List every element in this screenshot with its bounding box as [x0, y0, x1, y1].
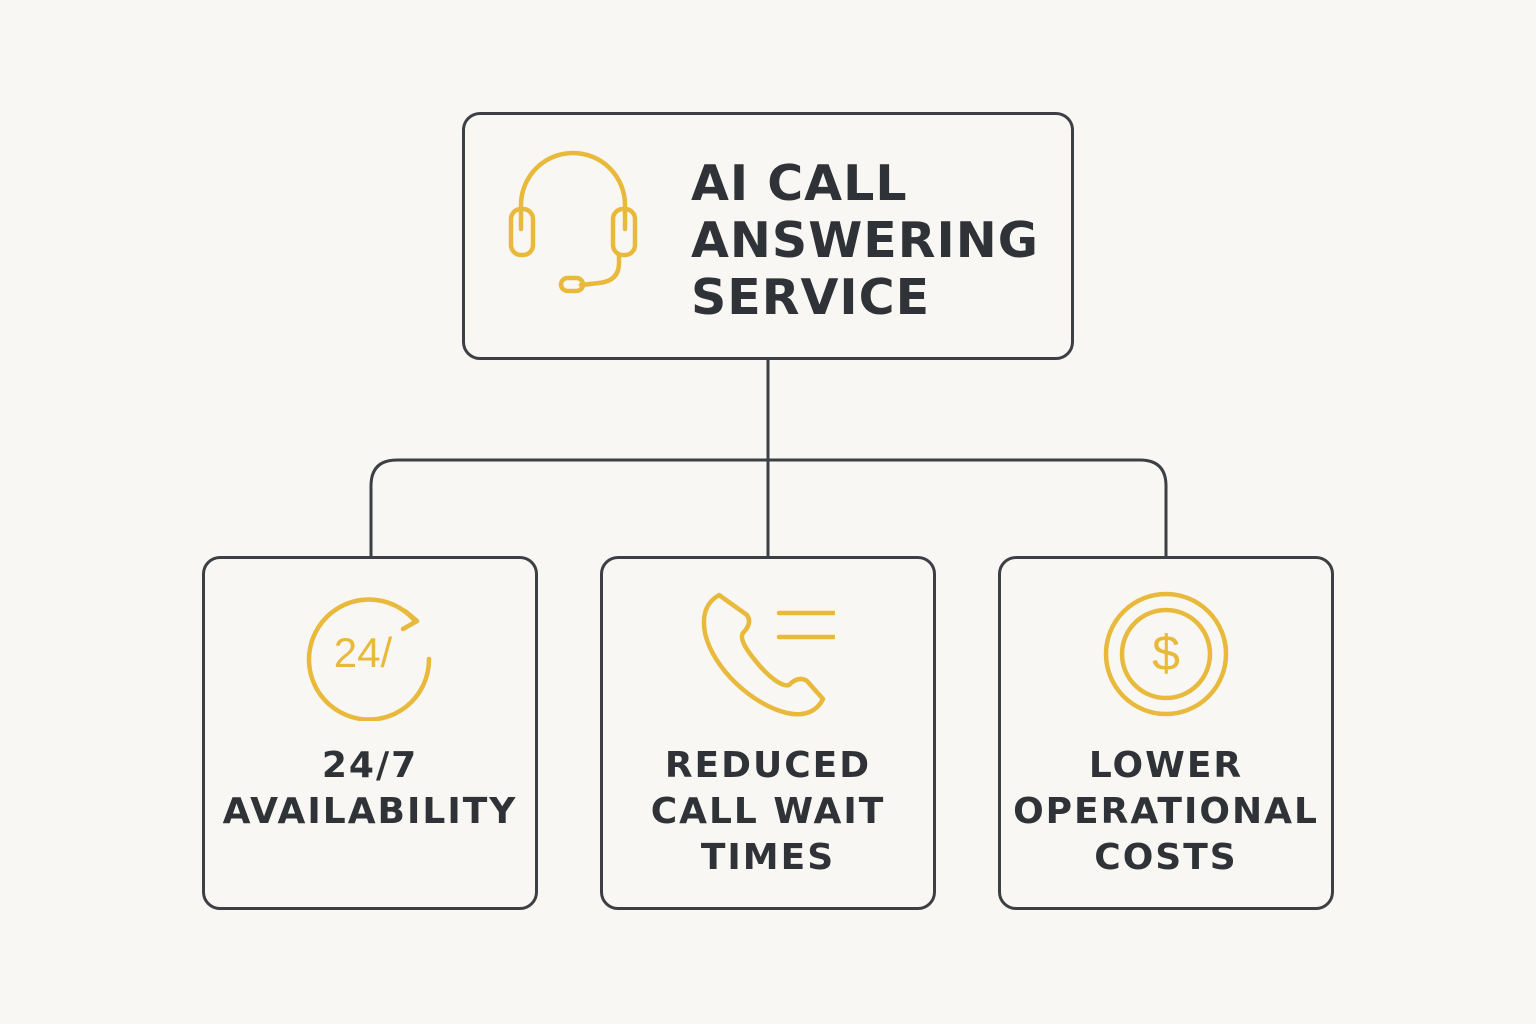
dollar-sign-text: $: [1152, 625, 1180, 681]
phone-call-icon: [701, 592, 835, 717]
24-7-clock-icon: 24/: [306, 597, 432, 721]
connector-branch-left: [369, 458, 768, 556]
child-label-availability: 24/7 AVAILABILITY: [222, 745, 518, 832]
root-title: AI CALL ANSWERING SERVICE: [691, 155, 1039, 326]
dollar-coin-icon: $: [1103, 591, 1229, 717]
child-label-wait-times: REDUCED CALL WAIT TIMES: [650, 745, 886, 878]
child-node-availability: 24/ 24/7 AVAILABILITY: [202, 556, 538, 910]
connector-branch-right: [768, 458, 1168, 556]
clock-icon-text: 24/: [334, 629, 393, 676]
child-node-wait-times: REDUCED CALL WAIT TIMES: [600, 556, 936, 910]
headset-icon: [508, 150, 638, 294]
child-node-costs: $ LOWER OPERATIONAL COSTS: [998, 556, 1334, 910]
child-label-costs: LOWER OPERATIONAL COSTS: [1013, 745, 1319, 878]
root-node-box: AI CALL ANSWERING SERVICE: [462, 112, 1074, 360]
